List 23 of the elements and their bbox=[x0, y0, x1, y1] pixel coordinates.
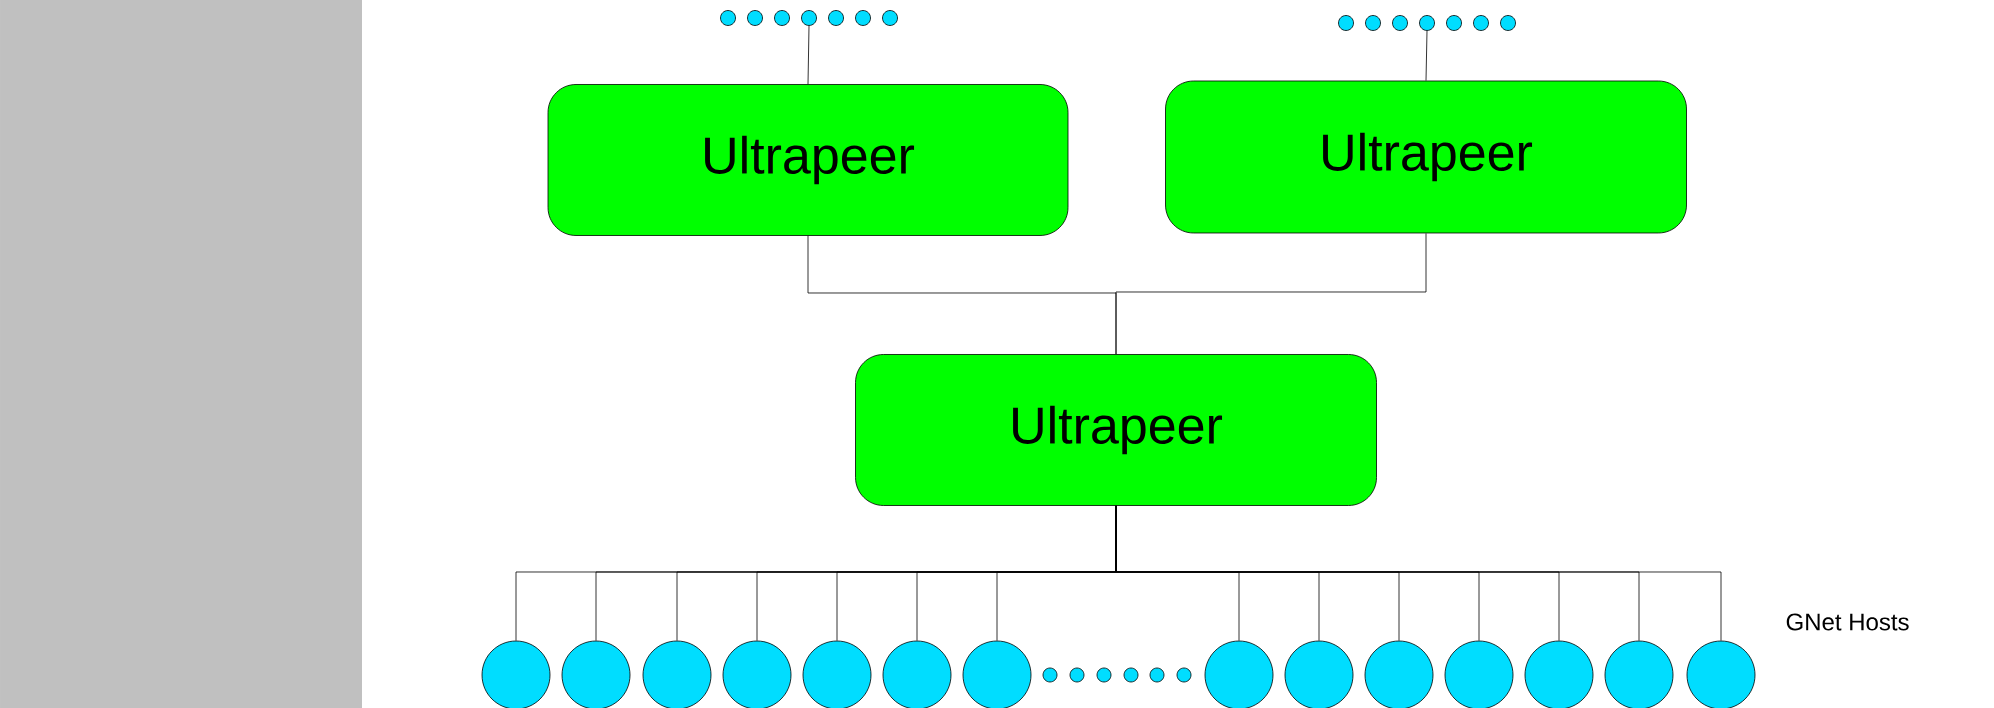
connector-line bbox=[1425, 30, 1428, 81]
host-circle bbox=[1604, 640, 1674, 708]
host-circle bbox=[802, 640, 872, 708]
host-circle bbox=[1284, 640, 1354, 708]
host-circle bbox=[642, 640, 712, 708]
host-circle bbox=[561, 640, 631, 708]
host-circle bbox=[722, 640, 792, 708]
peer-box: Ultrapeer bbox=[1165, 80, 1687, 234]
connector-line bbox=[807, 25, 810, 85]
group-label: GNet Hosts bbox=[1786, 613, 1909, 631]
dot bbox=[801, 10, 817, 26]
host-circle bbox=[1686, 640, 1756, 708]
host-circle bbox=[1444, 640, 1514, 708]
host-circle bbox=[1204, 640, 1274, 708]
host-circle bbox=[1364, 640, 1434, 708]
peer-box: Ultrapeer bbox=[855, 354, 1377, 506]
host-circle bbox=[882, 640, 952, 708]
dot bbox=[1419, 15, 1435, 31]
host-circle bbox=[481, 640, 551, 708]
connector-line bbox=[1115, 233, 1427, 355]
host-circle bbox=[962, 640, 1032, 708]
peer-box: Ultrapeer bbox=[547, 84, 1069, 236]
host-circle bbox=[1524, 640, 1594, 708]
